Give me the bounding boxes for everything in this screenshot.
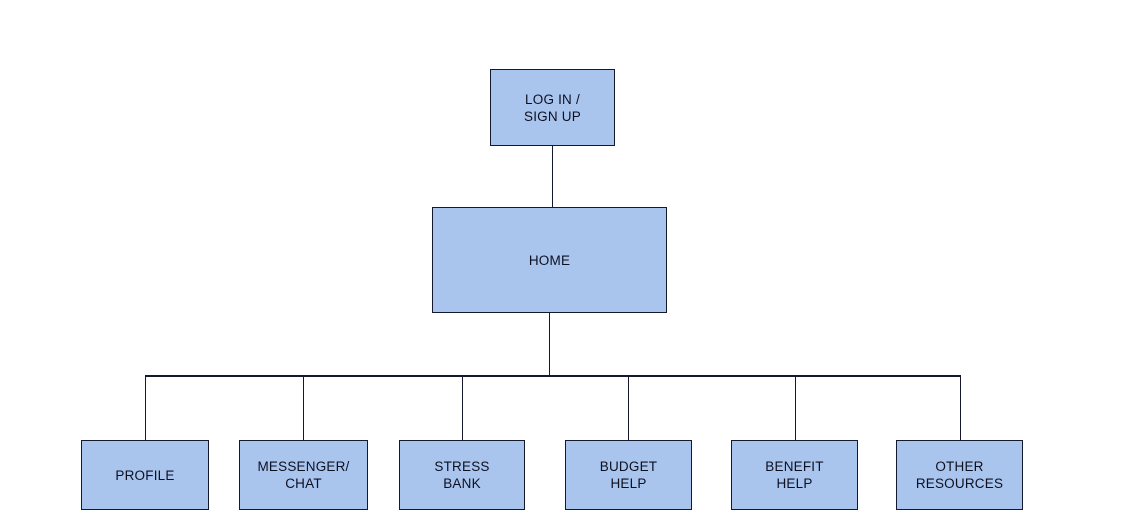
node-budget-help[interactable]: BUDGET HELP xyxy=(565,440,692,510)
connector-drop-messenger xyxy=(302,375,305,441)
node-home[interactable]: HOME xyxy=(432,207,667,313)
node-other-resources[interactable]: OTHER RESOURCES xyxy=(896,440,1023,510)
connector-drop-other-resources xyxy=(959,375,962,441)
connector-home-stem xyxy=(548,312,551,376)
node-stress-bank[interactable]: STRESS BANK xyxy=(399,440,525,510)
connector-drop-benefit-help xyxy=(794,375,797,441)
connector-drop-profile xyxy=(144,375,147,441)
connector-login-to-home xyxy=(551,145,554,208)
connector-drop-stress-bank xyxy=(461,375,464,441)
node-login-signup[interactable]: LOG IN / SIGN UP xyxy=(490,69,615,146)
node-profile[interactable]: PROFILE xyxy=(81,440,209,510)
connector-drop-budget-help xyxy=(627,375,630,441)
connector-bus xyxy=(145,375,961,377)
node-benefit-help[interactable]: BENEFIT HELP xyxy=(731,440,858,510)
node-messenger-chat[interactable]: MESSENGER/ CHAT xyxy=(239,440,368,510)
